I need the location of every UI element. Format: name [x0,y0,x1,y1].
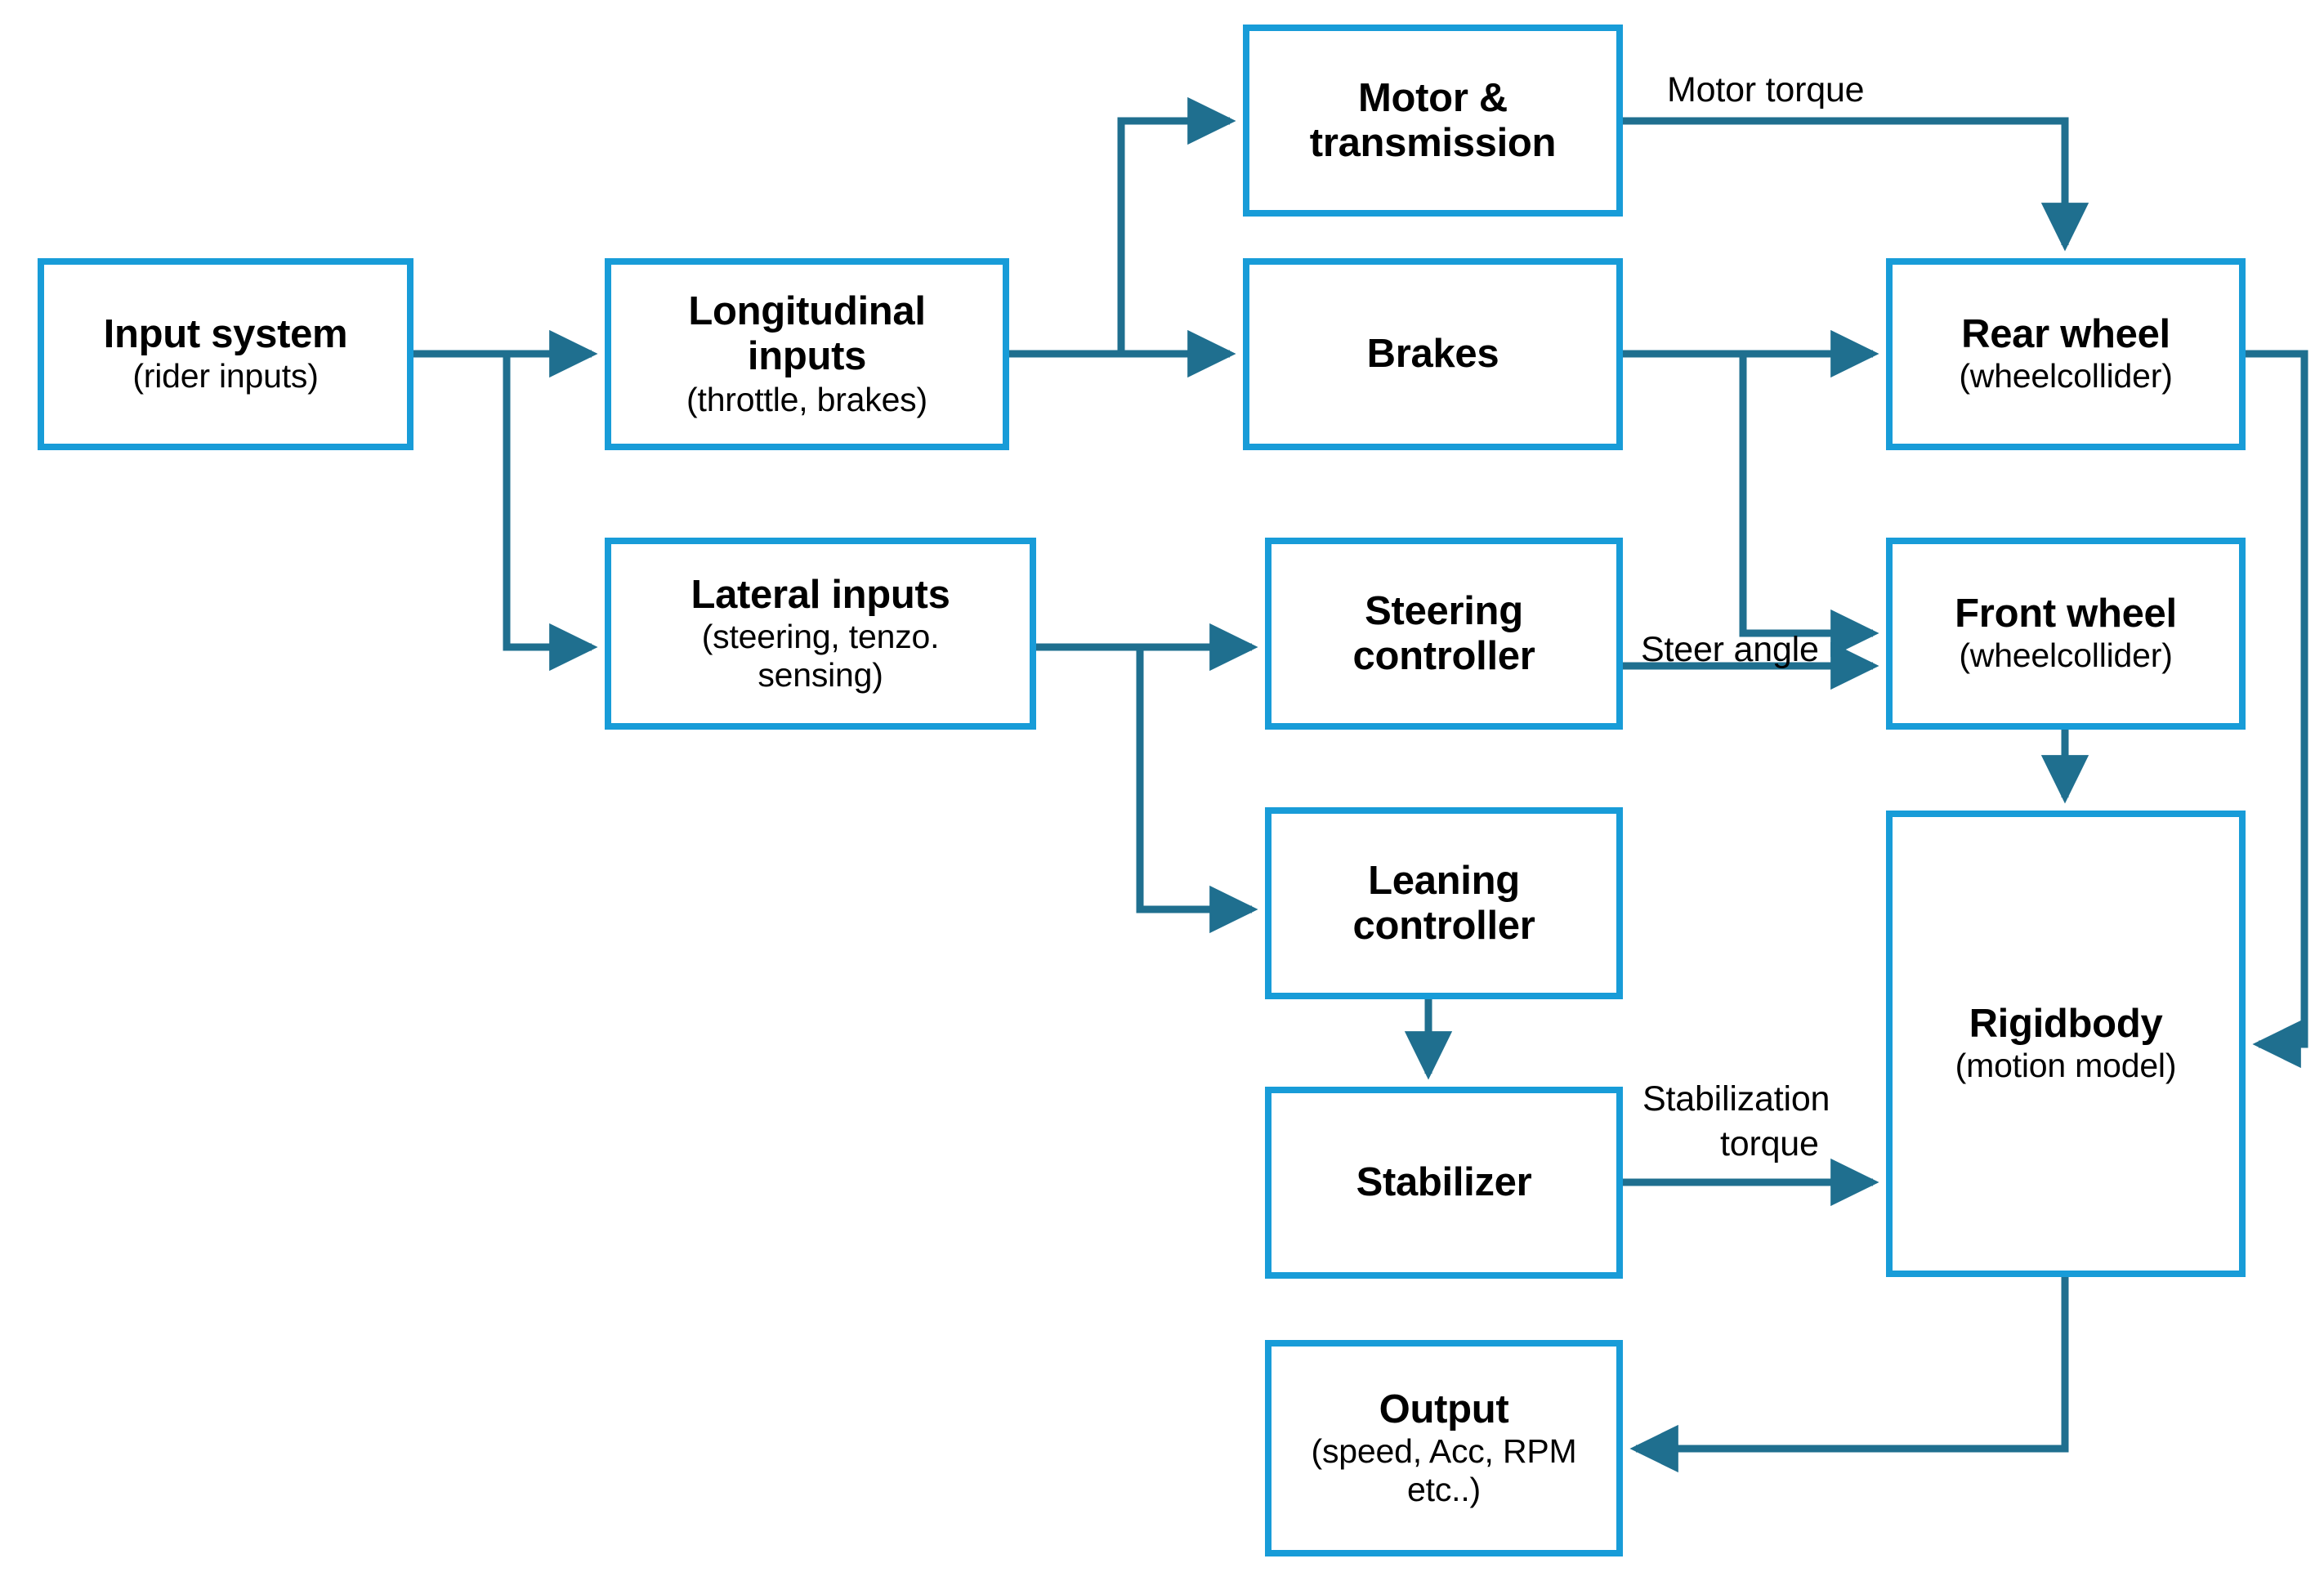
node-steering-controller-title-line2: controller [1352,633,1535,678]
node-leaning-controller[interactable]: Leaning controller [1265,807,1623,999]
node-lateral-inputs-title: Lateral inputs [690,572,950,617]
node-rigidbody-title: Rigidbody [1969,1002,2163,1047]
edge-rigidbody-to-output [1629,1277,2069,1473]
node-output-subtitle: (speed, Acc, RPM etc..) [1311,1431,1577,1508]
node-longitudinal-inputs-subtitle: (throttle, brakes) [686,380,927,418]
edge-motor-to-rear-wheel [1623,117,2089,252]
node-brakes-title: Brakes [1366,332,1499,377]
node-output-title: Output [1379,1387,1509,1431]
node-rigidbody-subtitle: (motion model) [1955,1047,2177,1085]
edge-rear-wheel-to-rigidbody [2246,350,2308,1069]
node-steering-controller-title-line1: Steering [1365,588,1523,633]
node-rigidbody[interactable]: Rigidbody (motion model) [1886,811,2246,1277]
edge-longitudinal-to-motor [1117,96,1236,354]
node-input-system[interactable]: Input system (rider inputs) [38,258,413,450]
edge-label-motor-torque: Motor torque [1667,70,1865,109]
node-lateral-inputs-subtitle: (steering, tenzo. sensing) [701,617,940,694]
edge-label-steer-angle: Steer angle [1641,630,1819,669]
node-steering-controller[interactable]: Steering controller [1265,538,1623,730]
edge-input-to-lateral [503,354,598,672]
node-motor-transmission[interactable]: Motor & transmission [1243,25,1623,217]
node-front-wheel[interactable]: Front wheel (wheelcollider) [1886,538,2246,730]
node-rear-wheel[interactable]: Rear wheel (wheelcollider) [1886,258,2246,450]
node-leaning-controller-title-line1: Leaning [1368,858,1520,903]
node-lateral-inputs[interactable]: Lateral inputs (steering, tenzo. sensing… [605,538,1036,730]
node-motor-transmission-title-line1: Motor & [1358,75,1508,120]
node-front-wheel-subtitle: (wheelcollider) [1959,636,2173,675]
node-output[interactable]: Output (speed, Acc, RPM etc..) [1265,1340,1623,1556]
node-motor-transmission-title-line2: transmission [1309,120,1557,165]
edge-lateral-to-leaning [1136,647,1258,934]
node-input-system-subtitle: (rider inputs) [132,357,319,395]
node-longitudinal-inputs[interactable]: Longitudinal inputs (throttle, brakes) [605,258,1009,450]
node-stabilizer-title: Stabilizer [1356,1160,1532,1205]
node-rear-wheel-subtitle: (wheelcollider) [1959,357,2173,395]
node-front-wheel-title: Front wheel [1955,592,2177,636]
node-longitudinal-inputs-title-line1: Longitudinal [688,289,926,334]
node-leaning-controller-title-line2: controller [1352,903,1535,948]
node-brakes[interactable]: Brakes [1243,258,1623,450]
edge-label-stabilization-torque-line2: torque [1720,1124,1819,1163]
edge-brakes-to-front-wheel [1739,354,1879,658]
edge-label-stabilization-torque-line1: Stabilization [1642,1079,1830,1119]
node-longitudinal-inputs-title-line2: inputs [747,333,867,378]
node-stabilizer[interactable]: Stabilizer [1265,1087,1623,1279]
node-input-system-title: Input system [103,312,348,357]
node-rear-wheel-title: Rear wheel [1961,312,2170,357]
